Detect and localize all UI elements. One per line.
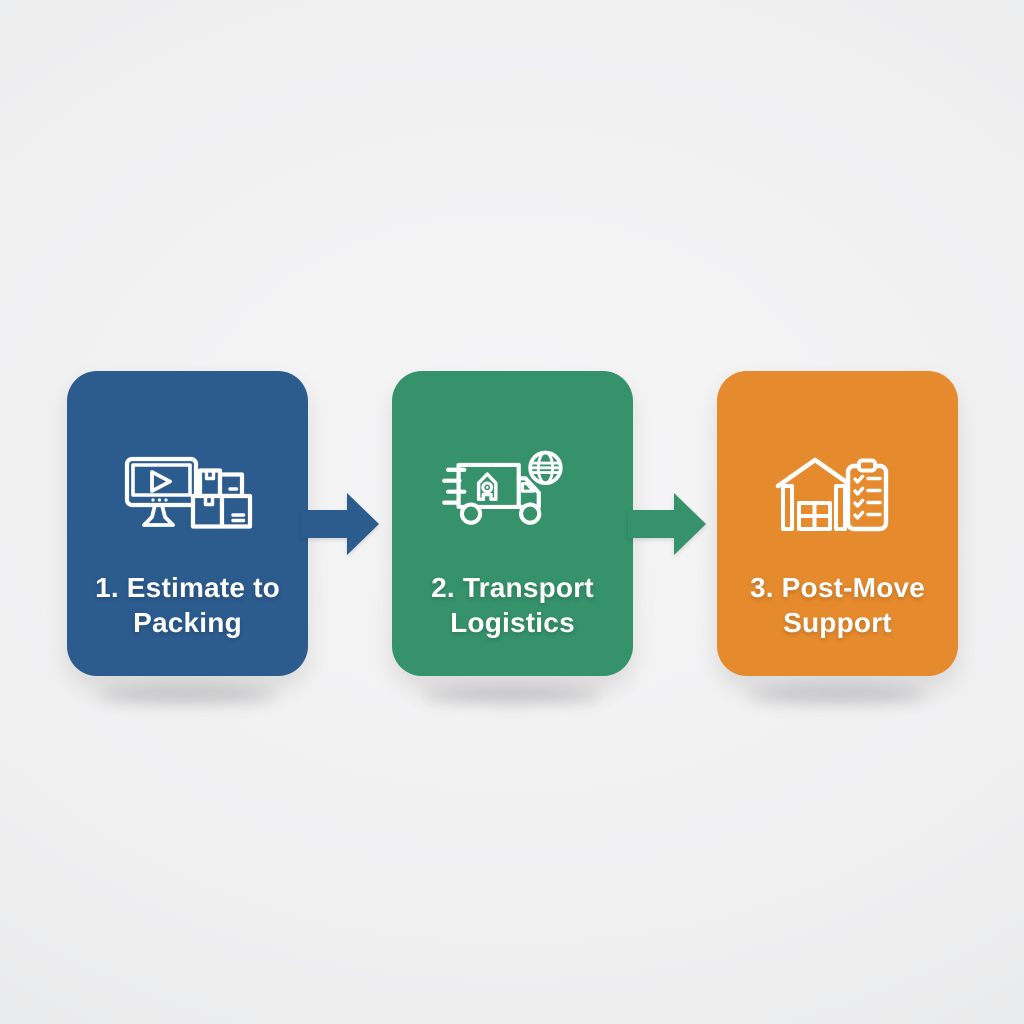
step-label-line: Packing <box>133 607 242 638</box>
step-label: 3. Post-Move Support <box>750 570 925 640</box>
arrow-right-icon <box>301 493 379 555</box>
step-label: 1. Estimate to Packing <box>95 570 280 640</box>
monitor-play-packing-boxes-icon <box>113 443 263 548</box>
step-card-2: 2. Transport Logistics <box>392 371 633 676</box>
step-label-line: Logistics <box>450 607 575 638</box>
delivery-truck-globe-icon <box>438 443 588 548</box>
card-ground-shadow <box>422 687 602 703</box>
step-card-1: 1. Estimate to Packing <box>67 371 308 676</box>
step-label-line: 1. Estimate to <box>95 572 280 603</box>
step-label-line: 3. Post-Move <box>749 572 926 603</box>
step-label-line: Support <box>783 607 892 638</box>
card-ground-shadow <box>747 687 927 703</box>
step-card-3: 3. Post-Move Support <box>717 371 958 676</box>
card-ground-shadow <box>97 687 277 703</box>
house-checklist-clipboard-icon <box>763 443 913 548</box>
arrow-right-icon <box>628 493 706 555</box>
step-label-line: 2. Transport <box>431 572 594 603</box>
step-label: 2. Transport Logistics <box>431 570 594 640</box>
